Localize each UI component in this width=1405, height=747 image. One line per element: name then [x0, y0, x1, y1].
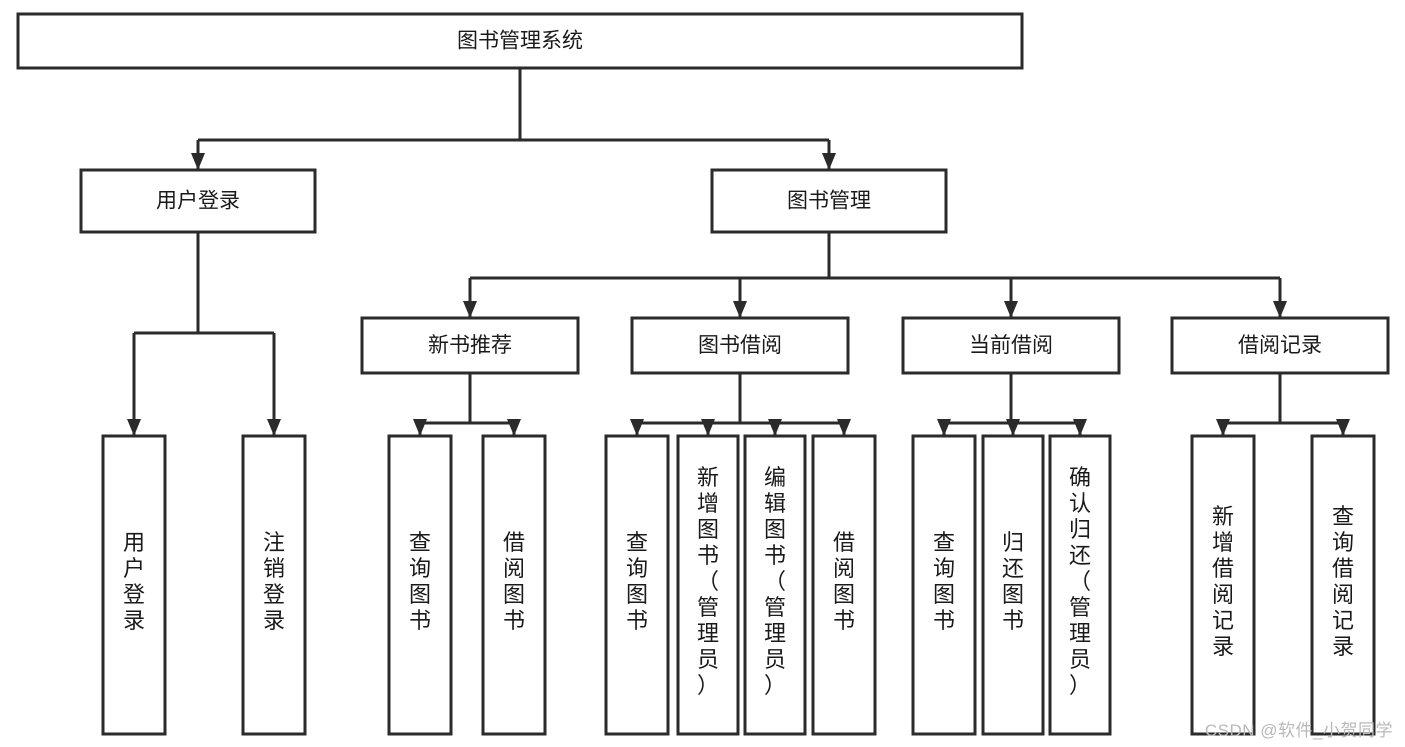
node-box	[911, 434, 977, 736]
arrow-icon-book-manage	[822, 153, 836, 170]
node-leaf-add-book[interactable]: 新增图书（管理员）	[676, 434, 740, 736]
arrow-icon-new-book-recommend	[463, 301, 477, 318]
edges-layer	[127, 68, 1350, 436]
node-leaf-query-book-2[interactable]: 查询图书	[604, 434, 670, 736]
node-leaf-borrow-book-1[interactable]: 借阅图书	[481, 434, 547, 736]
node-leaf-logout[interactable]: 注销登录	[241, 434, 307, 736]
arrow-icon-leaf-logout	[267, 419, 281, 436]
node-current-borrow[interactable]: 当前借阅	[901, 316, 1121, 375]
nodes-layer: 图书管理系统用户登录图书管理新书推荐图书借阅当前借阅借阅记录用户登录注销登录查询…	[16, 12, 1390, 736]
node-box	[676, 434, 740, 736]
arrow-icon-leaf-query-book-2	[630, 419, 644, 436]
node-box	[811, 434, 877, 736]
node-label: 用户登录	[123, 530, 145, 633]
node-leaf-query-book-3[interactable]: 查询图书	[911, 434, 977, 736]
node-leaf-edit-book[interactable]: 编辑图书（管理员）	[743, 434, 807, 736]
node-box	[604, 434, 670, 736]
node-label: 图书管理系统	[457, 30, 583, 53]
node-box	[710, 168, 948, 234]
node-borrow-record[interactable]: 借阅记录	[1170, 316, 1390, 375]
node-label: 借阅图书	[503, 530, 525, 633]
node-box	[901, 316, 1121, 375]
watermark-label: CSDN @软件_小贺同学	[1204, 721, 1393, 740]
node-leaf-user-login[interactable]: 用户登录	[101, 434, 167, 736]
node-label: 新增图书（管理员）	[697, 465, 719, 698]
node-label: 借阅记录	[1238, 334, 1322, 357]
node-new-book-recommend[interactable]: 新书推荐	[360, 316, 580, 375]
node-box	[241, 434, 307, 736]
arrow-icon-leaf-query-book-1	[413, 419, 427, 436]
arrow-icon-leaf-query-record	[1336, 419, 1350, 436]
node-box	[630, 316, 850, 375]
arrow-icon-leaf-borrow-book-1	[507, 419, 521, 436]
node-label: 新增借阅记录	[1212, 504, 1234, 659]
arrow-icon-leaf-user-login	[127, 419, 141, 436]
node-box	[481, 434, 547, 736]
node-label: 归还图书	[1002, 530, 1024, 633]
arrow-icon-borrow-record	[1273, 301, 1287, 318]
node-box	[360, 316, 580, 375]
arrow-icon-leaf-add-record	[1216, 419, 1230, 436]
node-label: 查询图书	[409, 530, 431, 633]
node-label: 编辑图书（管理员）	[764, 465, 786, 698]
node-root-root[interactable]: 图书管理系统	[16, 12, 1024, 70]
node-user-login[interactable]: 用户登录	[79, 168, 317, 234]
node-box	[1048, 434, 1112, 736]
node-book-borrow[interactable]: 图书借阅	[630, 316, 850, 375]
node-label: 查询图书	[626, 530, 648, 633]
node-label: 用户登录	[156, 190, 240, 213]
node-label: 新书推荐	[428, 334, 512, 357]
node-box	[79, 168, 317, 234]
node-leaf-add-record[interactable]: 新增借阅记录	[1190, 434, 1256, 736]
node-box	[743, 434, 807, 736]
node-label: 查询借阅记录	[1332, 504, 1354, 659]
arrow-icon-current-borrow	[1004, 301, 1018, 318]
node-box	[16, 12, 1024, 70]
node-box	[1310, 434, 1376, 736]
node-label: 借阅图书	[833, 530, 855, 633]
node-label: 注销登录	[263, 530, 285, 633]
node-leaf-confirm-return[interactable]: 确认归还（管理员）	[1048, 434, 1112, 736]
node-box	[387, 434, 453, 736]
node-box	[101, 434, 167, 736]
node-box	[981, 434, 1045, 736]
node-leaf-return-book[interactable]: 归还图书	[981, 434, 1045, 736]
arrow-icon-leaf-edit-book	[768, 419, 782, 436]
node-label: 图书借阅	[698, 334, 782, 357]
node-label: 当前借阅	[969, 334, 1053, 357]
arrow-icon-book-borrow	[733, 301, 747, 318]
node-box	[1170, 316, 1390, 375]
node-label: 查询图书	[933, 530, 955, 633]
arrow-icon-leaf-add-book	[701, 419, 715, 436]
arrow-icon-leaf-query-book-3	[937, 419, 951, 436]
node-leaf-borrow-book-2[interactable]: 借阅图书	[811, 434, 877, 736]
node-leaf-query-record[interactable]: 查询借阅记录	[1310, 434, 1376, 736]
node-label: 确认归还（管理员）	[1069, 465, 1091, 698]
arrow-icon-leaf-borrow-book-2	[837, 419, 851, 436]
arrow-icon-leaf-confirm-return	[1073, 419, 1087, 436]
arrow-icon-user-login	[191, 153, 205, 170]
node-leaf-query-book-1[interactable]: 查询图书	[387, 434, 453, 736]
node-box	[1190, 434, 1256, 736]
node-book-manage[interactable]: 图书管理	[710, 168, 948, 234]
arrow-icon-leaf-return-book	[1006, 419, 1020, 436]
node-label: 图书管理	[787, 190, 871, 213]
